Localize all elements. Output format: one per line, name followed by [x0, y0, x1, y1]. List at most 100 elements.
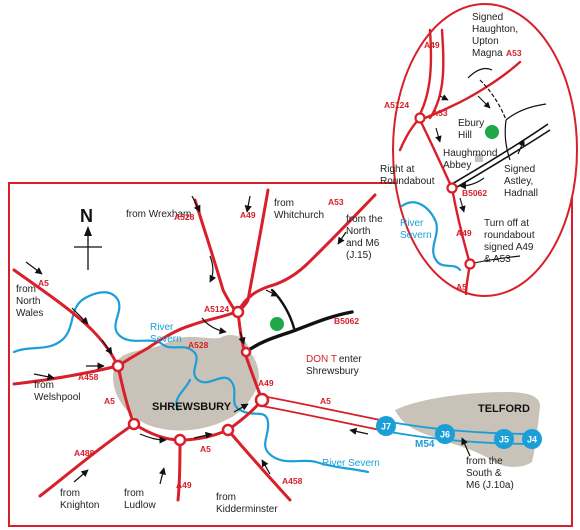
from-knighton-label: from Knighton	[60, 488, 99, 511]
svg-text:Welshpool: Welshpool	[34, 392, 81, 403]
inset-haughton-label: Signed Haughton, Upton Magna	[472, 12, 518, 59]
svg-text:Kidderminster: Kidderminster	[216, 504, 278, 515]
from-whitchurch-label: from Whitchurch	[274, 198, 324, 221]
road-label-b5062: B5062	[334, 316, 359, 326]
from-welshpool-label: from Welshpool	[34, 380, 81, 403]
from-south-m6-label: from the South & M6 (J.10a)	[466, 456, 514, 491]
svg-text:Ebury: Ebury	[458, 118, 484, 129]
inset-haughmond-abbey-label: Haughmond Abbey	[443, 148, 497, 171]
junction-j7	[376, 416, 396, 436]
inset-road-label-a53-top: A53	[506, 48, 522, 58]
junction-j7-label: J7	[381, 422, 391, 432]
svg-text:from: from	[34, 380, 54, 391]
shrewsbury-urban-area	[113, 334, 259, 431]
roundabout-a5-southwest	[127, 417, 141, 431]
road-label-a49-mid: A49	[258, 378, 274, 388]
svg-text:from: from	[60, 488, 80, 499]
svg-text:Hadnall: Hadnall	[504, 188, 538, 199]
inset-arrows	[435, 94, 525, 213]
inset-river-severn-label: River Severn	[400, 218, 432, 241]
inset-roundabouts	[414, 112, 476, 270]
from-ludlow-label: from Ludlow	[124, 488, 156, 511]
road-label-a49-south: A49	[176, 480, 192, 490]
svg-text:roundabout: roundabout	[484, 230, 535, 241]
road-label-a488: A488	[74, 448, 95, 458]
road-label-a5-west: A5	[104, 396, 115, 406]
svg-text:from: from	[216, 492, 236, 503]
svg-text:Knighton: Knighton	[60, 500, 99, 511]
river-severn-label-upper: River Severn	[150, 322, 182, 345]
svg-text:Abbey: Abbey	[443, 160, 471, 171]
svg-text:Signed: Signed	[504, 164, 535, 175]
compass-north-label: N	[80, 206, 93, 226]
junction-j5	[494, 429, 514, 449]
inset-river	[400, 201, 462, 272]
b5062-road	[244, 310, 354, 354]
from-north-wales-label: from North Wales	[16, 284, 43, 319]
svg-text:Whitchurch: Whitchurch	[274, 210, 324, 221]
from-wrexham-label: from Wrexham	[126, 209, 191, 220]
svg-text:& A53: & A53	[484, 254, 511, 265]
svg-text:Signed: Signed	[472, 12, 503, 23]
svg-text:Wales: Wales	[16, 308, 43, 319]
junction-j5-label: J5	[499, 435, 509, 445]
road-label-a528-top: A528	[174, 212, 195, 222]
inset-venue-marker	[485, 125, 499, 139]
svg-text:from: from	[274, 198, 294, 209]
svg-text:from: from	[16, 284, 36, 295]
roundabout-a5-west	[111, 359, 125, 373]
svg-text:(J.15): (J.15)	[346, 250, 372, 261]
river-severn	[12, 291, 370, 474]
junction-j4-label: J4	[527, 435, 537, 445]
svg-text:from the: from the	[466, 456, 503, 467]
svg-text:Roundabout: Roundabout	[380, 176, 435, 187]
svg-text:Upton: Upton	[472, 36, 499, 47]
svg-text:Severn: Severn	[400, 230, 432, 241]
road-label-a528-mid: A528	[188, 340, 209, 350]
inset-road-label-b5062: B5062	[462, 188, 487, 198]
m54-label: M54	[415, 439, 435, 450]
road-label-a5-northwest: A5	[38, 278, 49, 288]
svg-text:from the: from the	[346, 214, 383, 225]
venue-marker	[270, 317, 284, 331]
svg-text:Hill: Hill	[458, 130, 472, 141]
svg-text:North: North	[346, 226, 370, 237]
a5-dual-carriageway	[261, 395, 381, 431]
roundabout-a5-south	[221, 423, 235, 437]
svg-text:River: River	[400, 218, 424, 229]
svg-text:Astley,: Astley,	[504, 176, 533, 187]
junction-j6-label: J6	[440, 430, 450, 440]
motorway-junctions: J7 J6 J5 J4	[376, 416, 542, 449]
svg-text:River: River	[150, 322, 174, 333]
road-label-a458-south: A458	[282, 476, 303, 486]
shrewsbury-label: SHREWSBURY	[152, 401, 232, 413]
svg-text:and M6: and M6	[346, 238, 380, 249]
inset-ebury-hill-label: Ebury Hill	[458, 118, 484, 141]
inset-astley-label: Signed Astley, Hadnall	[504, 164, 538, 199]
road-label-a49-top: A49	[240, 210, 256, 220]
road-label-a5-east: A5	[320, 396, 331, 406]
svg-text:Magna: Magna	[472, 48, 503, 59]
inset-road-label-a5124: A5124	[384, 100, 409, 110]
svg-text:signed A49: signed A49	[484, 242, 534, 253]
svg-text:Ludlow: Ludlow	[124, 500, 156, 511]
junction-j6	[435, 424, 455, 444]
road-label-a53-top: A53	[328, 197, 344, 207]
svg-text:Shrewsbury: Shrewsbury	[306, 366, 359, 377]
river-severn-label-lower: River Severn	[322, 458, 380, 469]
svg-text:Haughton,: Haughton,	[472, 24, 518, 35]
inset-road-label-a5: A5	[456, 282, 467, 292]
roundabout-a49-east	[254, 392, 270, 408]
inset-road-label-a49-top: A49	[424, 40, 440, 50]
svg-text:Right at: Right at	[380, 164, 415, 175]
inset-road-label-a49-low: A49	[456, 228, 472, 238]
road-label-a5124: A5124	[204, 304, 229, 314]
inset-turn-off-label: Turn off at roundabout signed A49 & A53	[484, 218, 535, 265]
road-label-a5-south: A5	[200, 444, 211, 454]
from-north-m6-label: from the North and M6 (J.15)	[346, 214, 383, 261]
inset-map-frame	[392, 3, 578, 297]
svg-text:from: from	[124, 488, 144, 499]
